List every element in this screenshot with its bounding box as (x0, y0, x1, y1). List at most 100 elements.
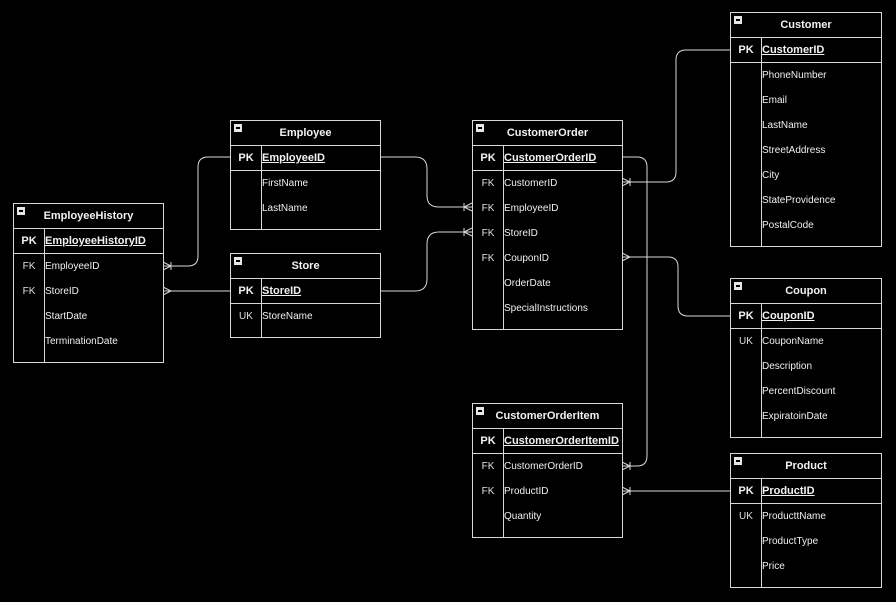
attribute-row[interactable]: TerminationDate (14, 329, 163, 354)
crowfoot-customerorder-customerid (621, 177, 632, 187)
attribute-name: StateProvidence (762, 195, 836, 206)
collapse-icon[interactable] (234, 124, 242, 132)
entity-header[interactable]: Coupon (731, 279, 881, 304)
attribute-name: StreetAddress (762, 145, 826, 156)
key-marker: FK (481, 228, 495, 239)
attribute-row[interactable]: PhoneNumber (731, 63, 881, 88)
collapse-icon[interactable] (734, 16, 742, 24)
rel-customerorder-customerorderitem (622, 156, 648, 467)
key-marker (731, 138, 761, 163)
entity-title: CustomerOrderItem (495, 410, 600, 422)
collapse-icon[interactable] (476, 407, 484, 415)
key-marker: PK (21, 235, 37, 247)
entity-header[interactable]: Product (731, 454, 881, 479)
attribute-name: ProductID (762, 485, 815, 497)
attribute-row[interactable]: SpecialInstructions (473, 296, 622, 321)
attribute-row[interactable]: Price (731, 554, 881, 579)
entity-header[interactable]: CustomerOrder (473, 121, 622, 146)
collapse-icon[interactable] (234, 257, 242, 265)
crowfoot-customerorder-employeeid (462, 202, 473, 212)
attribute-name: CouponID (762, 310, 815, 322)
key-marker: PK (738, 44, 754, 56)
key-marker: FK (481, 461, 495, 472)
attribute-name: EmployeeHistoryID (45, 235, 146, 247)
attribute-row[interactable]: Description (731, 354, 881, 379)
entity-header[interactable]: EmployeeHistory (14, 204, 163, 229)
key-marker (731, 529, 761, 554)
attribute-row[interactable]: StartDate (14, 304, 163, 329)
key-column-divider (503, 146, 504, 329)
key-marker (731, 188, 761, 213)
entity-header[interactable]: CustomerOrderItem (473, 404, 622, 429)
attribute-name: StartDate (45, 311, 88, 322)
key-marker (731, 354, 761, 379)
attribute-row[interactable]: StateProvidence (731, 188, 881, 213)
entity-title: Customer (780, 19, 832, 31)
collapse-icon[interactable] (734, 457, 742, 465)
attribute-row[interactable]: LastName (731, 113, 881, 138)
entity-header[interactable]: Store (231, 254, 380, 279)
attribute-name: PercentDiscount (762, 386, 836, 397)
entity-header[interactable]: Customer (731, 13, 881, 38)
attribute-name: CouponName (762, 336, 824, 347)
entity-title: Product (785, 460, 827, 472)
attribute-name: StoreID (262, 285, 302, 297)
entity-header[interactable]: Employee (231, 121, 380, 146)
attribute-name: StoreID (45, 286, 79, 297)
entity-title: Employee (279, 127, 332, 139)
collapse-icon[interactable] (476, 124, 484, 132)
attribute-row[interactable]: LastName (231, 196, 380, 221)
attribute-name: ProductID (504, 486, 549, 497)
crowfoot-customerorder-couponid (621, 252, 632, 262)
attribute-row[interactable]: Email (731, 88, 881, 113)
attribute-row[interactable]: PostalCode (731, 213, 881, 238)
attribute-row[interactable]: City (731, 163, 881, 188)
collapse-icon[interactable] (734, 282, 742, 290)
attribute-name: Email (762, 95, 788, 106)
attribute-row[interactable]: PK EmployeeHistoryID (14, 229, 163, 254)
key-marker (731, 63, 761, 88)
entity-title: CustomerOrder (506, 127, 589, 139)
key-column-divider (761, 479, 762, 587)
attribute-row[interactable]: UK CouponName (731, 329, 881, 354)
attribute-name: Description (762, 361, 813, 372)
attribute-row[interactable]: OrderDate (473, 271, 622, 296)
attribute-row[interactable]: FirstName (231, 171, 380, 196)
attribute-row[interactable]: StreetAddress (731, 138, 881, 163)
attribute-row[interactable]: PercentDiscount (731, 379, 881, 404)
key-marker (473, 296, 503, 321)
attribute-row[interactable]: ExpiratoinDate (731, 404, 881, 429)
key-marker (14, 304, 44, 329)
attribute-row[interactable]: Quantity (473, 504, 622, 529)
key-marker (731, 113, 761, 138)
key-marker: UK (739, 336, 753, 347)
attribute-name: City (762, 170, 780, 181)
attribute-row[interactable]: ProductType (731, 529, 881, 554)
collapse-icon[interactable] (17, 207, 25, 215)
